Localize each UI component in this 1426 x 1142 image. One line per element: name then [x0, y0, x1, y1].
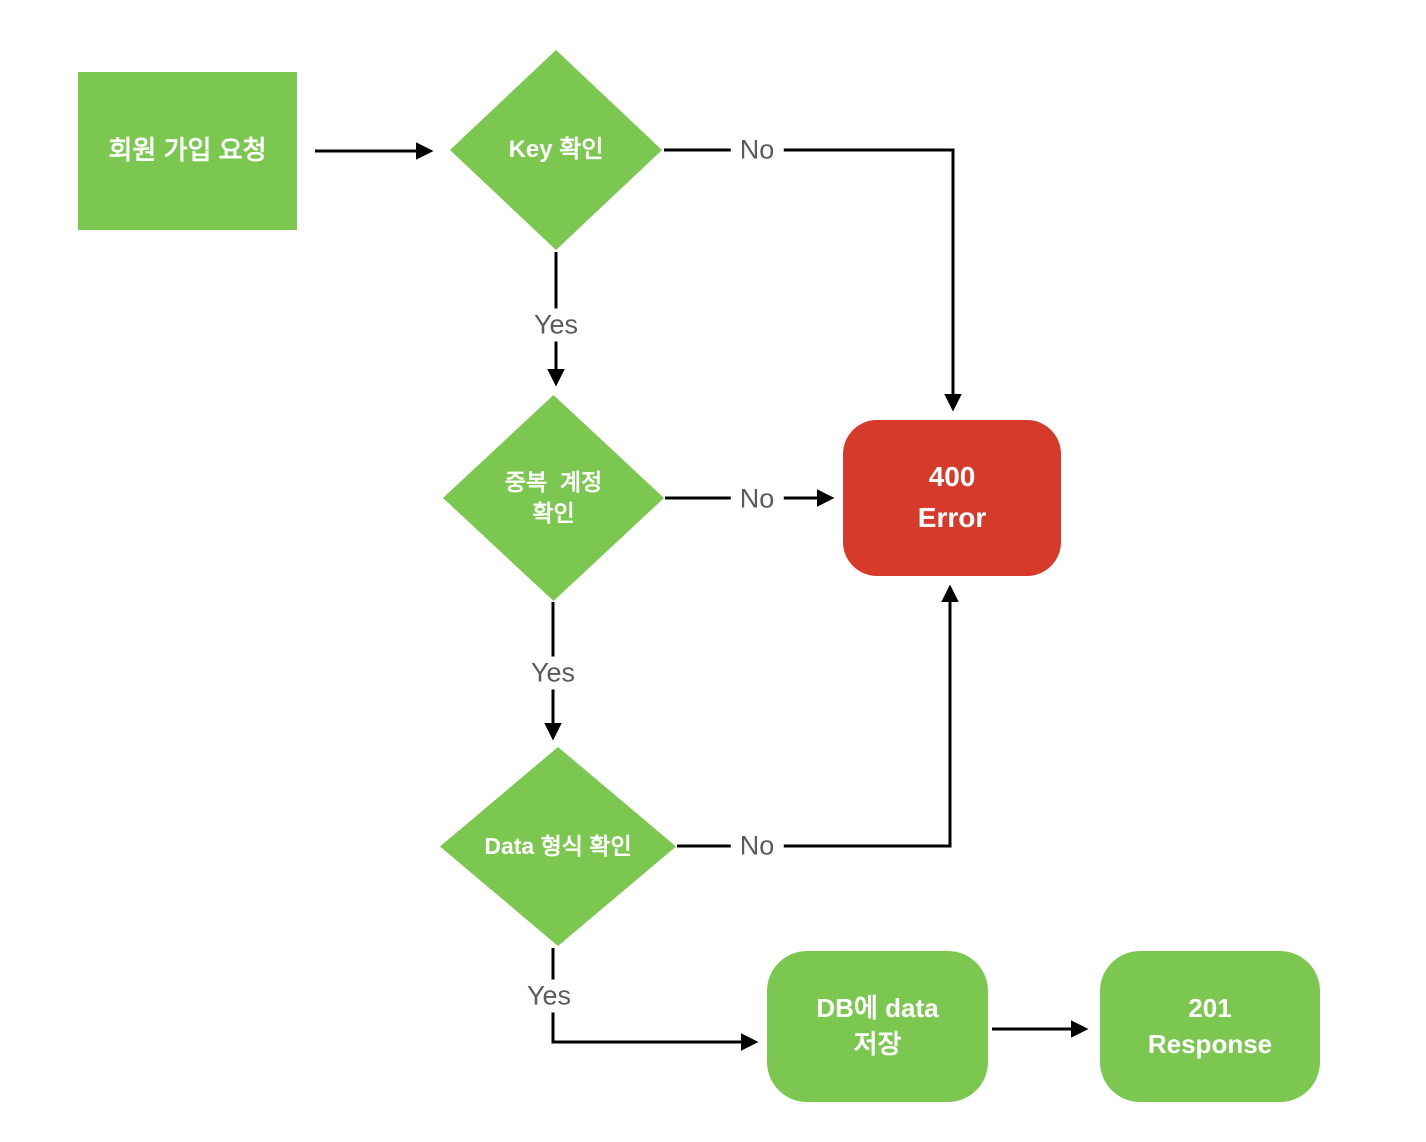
edge-label-key-check-yes: Yes: [524, 308, 588, 342]
edge-label-dup-check-no: No: [730, 482, 784, 516]
node-db-save-label: DB에 data 저장: [816, 993, 939, 1059]
node-data-format-check-label: Data 형식 확인: [484, 832, 632, 859]
node-201-response: 201 Response: [1100, 951, 1320, 1102]
edge-format-check-yes-to-db-save: [551, 948, 759, 1051]
edge-label-key-check-no: No: [730, 133, 784, 167]
edge-format-check-no-to-error: [677, 584, 959, 848]
edge-key-check-no-to-error: [664, 148, 962, 412]
node-duplicate-account-check-label: 중복 계정 확인: [504, 468, 603, 526]
edge-label-dup-check-yes: Yes: [521, 656, 585, 690]
node-key-check-label: Key 확인: [508, 135, 604, 163]
node-signup-request-label: 회원 가입 요청: [108, 135, 267, 166]
node-400-error: 400 Error: [843, 420, 1061, 576]
node-db-save: DB에 data 저장: [767, 951, 988, 1102]
edge-label-format-check-no: No: [730, 829, 784, 863]
edge-label-format-check-yes: Yes: [517, 979, 581, 1013]
node-400-error-label: 400 Error: [917, 461, 987, 533]
node-signup-request: 회원 가입 요청: [78, 72, 297, 230]
node-201-response-label: 201 Response: [1147, 993, 1273, 1059]
